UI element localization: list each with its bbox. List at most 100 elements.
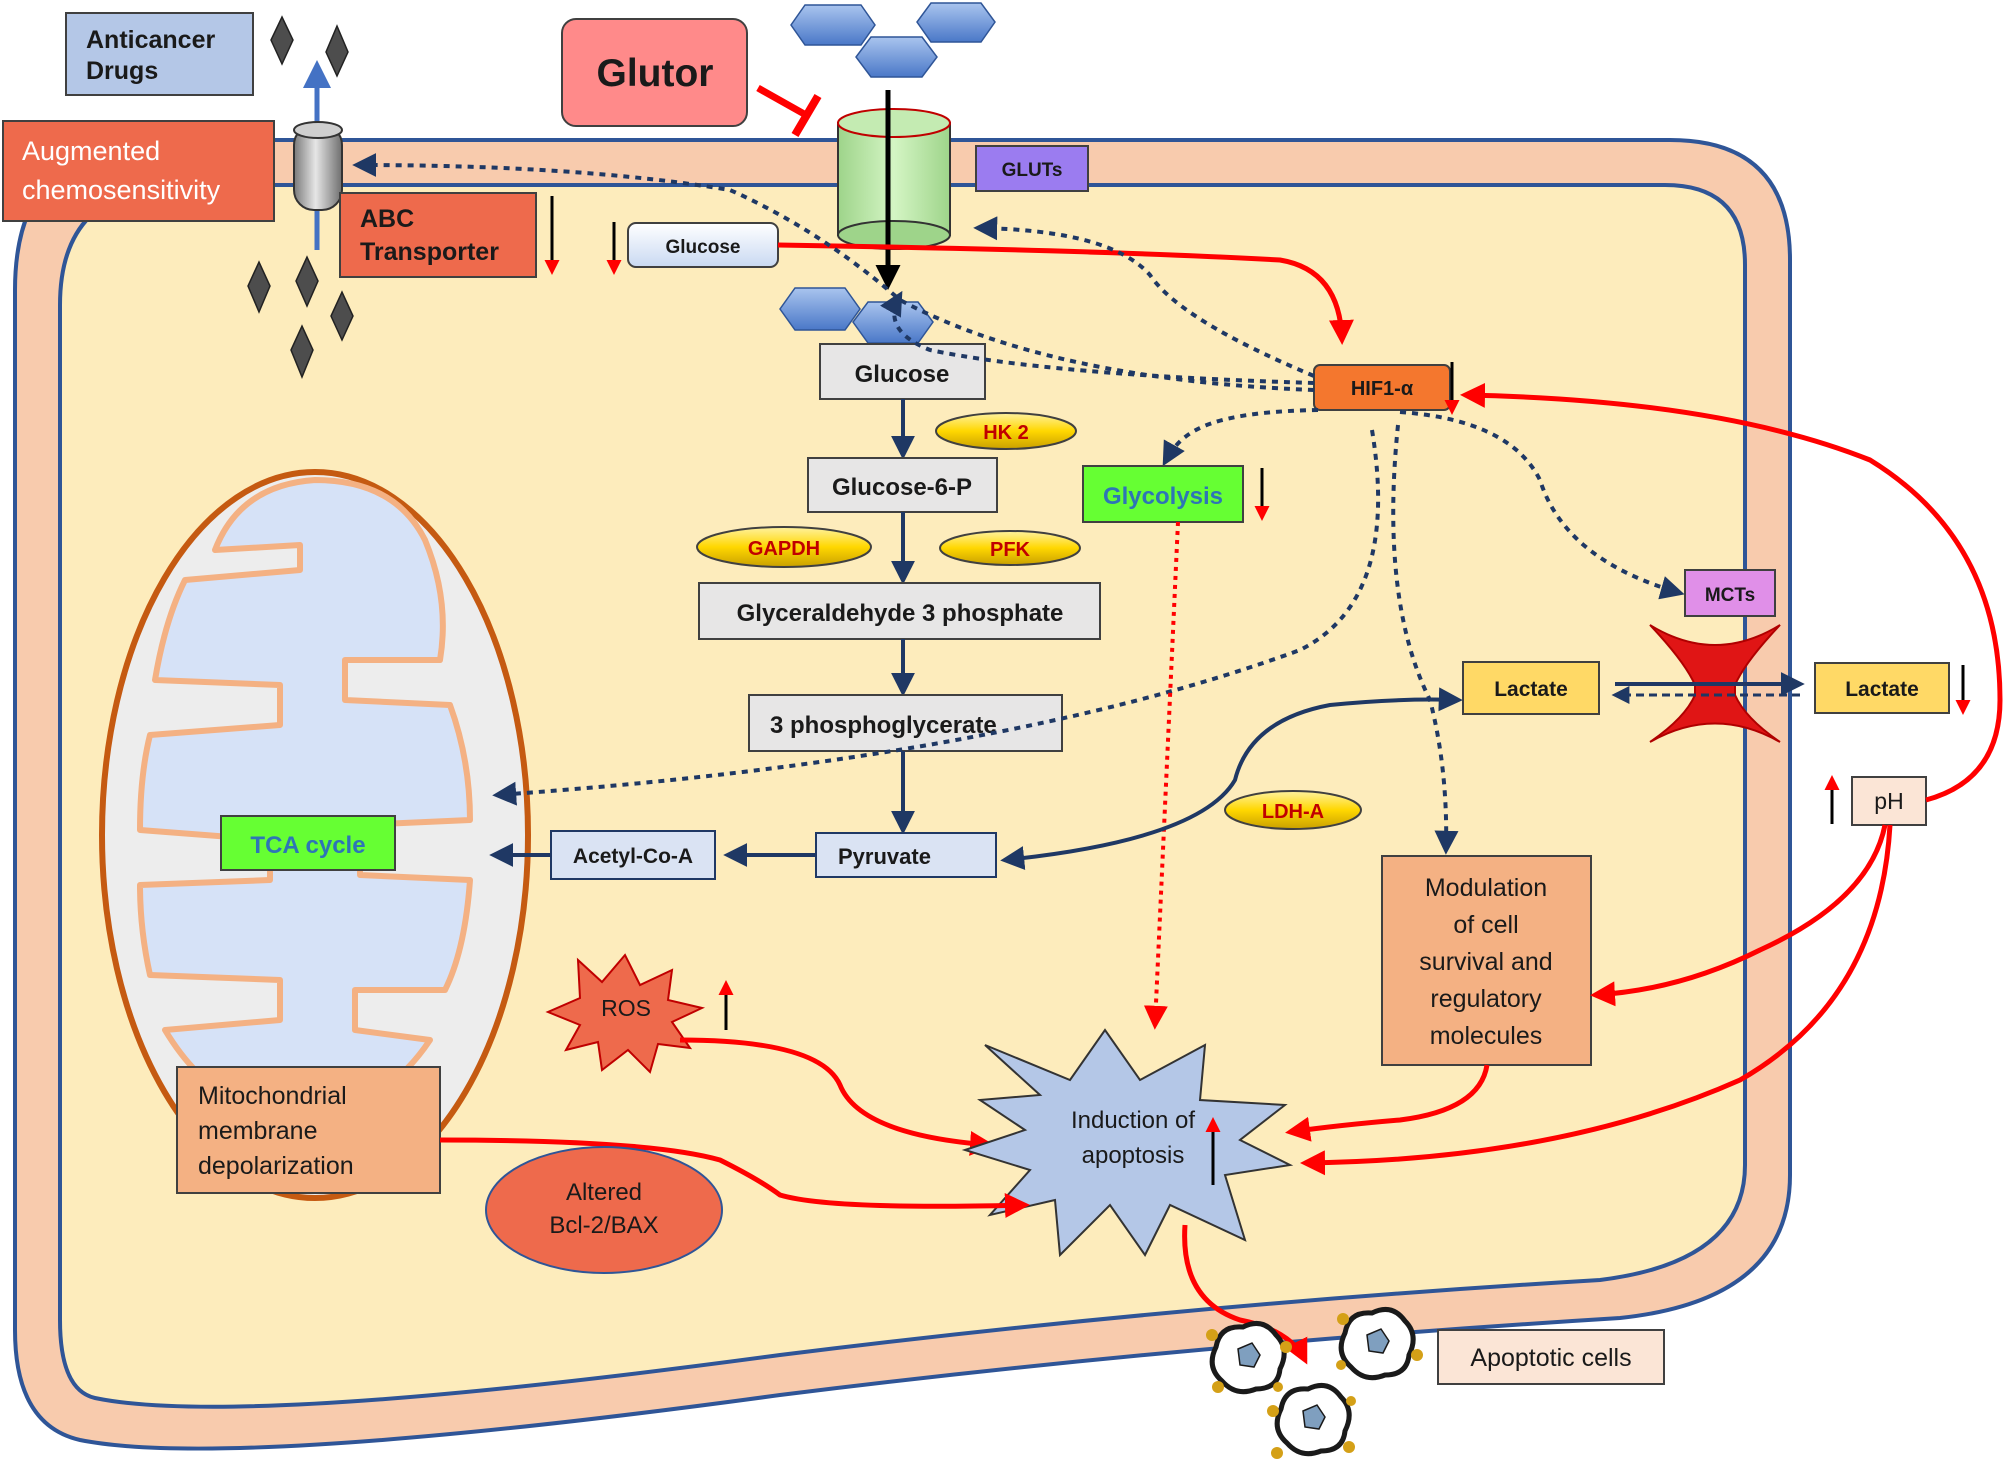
hif-to-glut-arrow: [973, 216, 1315, 378]
glut-channel-body: [837, 122, 951, 236]
ph-label: pH: [1874, 788, 1903, 814]
augmented-chemosensitivity-box: [2, 120, 275, 222]
augmented-label-2: chemosensitivity: [22, 175, 221, 205]
abc-label-1: ABC: [360, 205, 414, 233]
gluts-box: [975, 145, 1089, 192]
mitochondrion-inner-membrane: [137, 477, 473, 1103]
apoptotic-cell-icon: [1267, 1382, 1356, 1459]
apoptosis-to-cells-arrow: [1182, 1224, 1308, 1365]
modulation-label-3: survival and: [1419, 948, 1552, 976]
bcl2-bax-label-1: Altered: [566, 1179, 642, 1206]
hif-to-mcts-arrow: [1399, 410, 1685, 600]
ros-label: ROS: [601, 995, 651, 1021]
lactate-extracellular-label: Lactate: [1845, 678, 1919, 701]
g3p-label: Glyceraldehyde 3 phosphate: [737, 600, 1064, 627]
glutor-label: Glutor: [597, 52, 714, 95]
mcts-box: [1684, 569, 1776, 617]
drug-diamond-icon: [325, 24, 349, 78]
bcl2-bax-label-2: Bcl-2/BAX: [549, 1212, 658, 1239]
glycolysis-to-apoptosis-arrow: [1143, 521, 1180, 1030]
mito-depol-label-2: membrane: [198, 1117, 318, 1145]
pfk-enzyme: [939, 530, 1081, 566]
augmented-label-1: Augmented: [22, 136, 160, 166]
acetyl-coa-box: [550, 830, 716, 880]
modulation-box: [1381, 855, 1592, 1066]
glutor-box: [561, 18, 748, 127]
hif1a-box: [1313, 364, 1451, 411]
abc-transporter-cap: [293, 121, 343, 139]
gapdh-enzyme: [696, 526, 872, 568]
ldha-enzyme: [1224, 790, 1362, 830]
pyruvate-lactate-conversion-arrow: [1000, 687, 1463, 870]
glucose-molecule-icon: [855, 36, 938, 78]
lactate-intracellular-box: [1462, 661, 1600, 715]
glucose-to-hif-arrow: [777, 242, 1354, 345]
ph-to-modulation-arrow: [1590, 824, 1888, 1007]
glutor-inhibition-line: [756, 84, 808, 119]
glucose-box: [819, 343, 986, 400]
anticancer-drugs-box: [65, 12, 254, 96]
modulation-to-apoptosis-arrow: [1285, 1064, 1490, 1142]
pyruvate-label: Pyruvate: [838, 844, 931, 869]
tca-cycle-label: TCA cycle: [250, 832, 365, 859]
depolarization-to-apoptosis-arrow: [439, 1137, 1030, 1219]
hif-to-glycolysis-main: [1162, 408, 1319, 467]
abc-export-arrowhead: [303, 60, 331, 88]
drug-diamond-icon: [330, 290, 354, 342]
drug-molecules-group: [247, 15, 354, 379]
anticancer-drugs-label-1: Anticancer: [86, 26, 215, 54]
apoptotic-cells-box: [1437, 1329, 1665, 1385]
lactate-intracellular-label: Lactate: [1494, 678, 1568, 701]
g3p-box: [698, 582, 1101, 640]
glycolysis-box: [1082, 465, 1244, 523]
mito-depolarization-box: [176, 1066, 441, 1194]
drug-diamond-icon: [295, 255, 319, 308]
hk2-label: HK 2: [983, 422, 1029, 444]
hk2-enzyme: [935, 412, 1077, 450]
apoptotic-cell-icon: [1206, 1320, 1292, 1395]
extracellular-glucose-group: [779, 2, 996, 344]
apoptosis-label-2: apoptosis: [1082, 1142, 1185, 1169]
glucose-molecule-icon: [790, 4, 876, 46]
apoptotic-cell-icon: [1336, 1306, 1423, 1381]
modulation-label-5: molecules: [1430, 1022, 1543, 1050]
glucose-label: Glucose: [855, 361, 950, 388]
apoptosis-label-1: Induction of: [1071, 1107, 1195, 1134]
bcl2-bax-oval: [485, 1146, 723, 1274]
pyruvate-box: [815, 832, 997, 878]
mito-depol-label-1: Mitochondrial: [198, 1082, 347, 1110]
glycolysis-label: Glycolysis: [1103, 483, 1223, 510]
gapdh-label: GAPDH: [748, 538, 820, 560]
apoptotic-cells-label: Apoptotic cells: [1470, 1344, 1631, 1372]
hif1a-label: HIF1-α: [1351, 378, 1414, 400]
ph-to-apoptosis-arrow: [1300, 824, 1893, 1176]
g6p-box: [807, 457, 998, 513]
mcts-label: MCTs: [1705, 585, 1755, 606]
glucose-molecule-icon: [779, 287, 861, 331]
glucose-molecule-icon: [916, 2, 996, 43]
abc-label-2: Transporter: [360, 238, 499, 266]
anticancer-drugs-label-2: Drugs: [86, 57, 158, 85]
tca-cycle-box: [220, 815, 396, 871]
pfk-label: PFK: [990, 539, 1031, 561]
glucose-indicator-label: Glucose: [666, 237, 741, 258]
hif-to-mitochondrion-arrow: [492, 429, 1381, 806]
ph-to-hif-arrow: [1460, 382, 2003, 803]
drug-diamond-icon: [270, 15, 294, 66]
modulation-label-1: Modulation: [1425, 874, 1547, 902]
drug-diamond-icon: [247, 260, 271, 314]
acetyl-coa-label: Acetyl-Co-A: [573, 845, 693, 868]
lactate-extracellular-box: [1814, 662, 1950, 714]
modulation-label-4: regulatory: [1430, 985, 1542, 1013]
apoptosis-burst-icon: [961, 1028, 1294, 1258]
modulation-label-2: of cell: [1453, 911, 1518, 939]
abc-transporter-box: [339, 192, 537, 278]
ldha-label: LDH-A: [1262, 801, 1324, 823]
3pg-label: 3 phosphoglycerate: [770, 712, 997, 739]
glut-channel-top: [837, 108, 951, 138]
ros-burst-icon: [545, 953, 706, 1074]
glutor-inhibition-bar: [791, 93, 822, 138]
g6p-label: Glucose-6-P: [832, 474, 972, 501]
gluts-label: GLUTs: [1002, 160, 1063, 181]
